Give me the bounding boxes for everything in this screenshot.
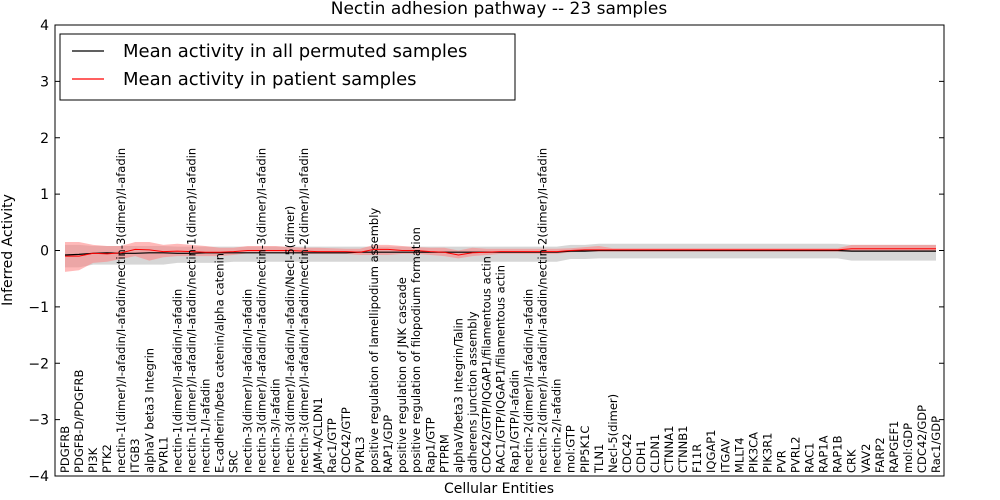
x-tick-label: F11R	[690, 444, 704, 473]
x-axis-label: Cellular Entities	[444, 481, 554, 497]
x-tick-label: PVRL2	[789, 436, 803, 473]
x-tick-label: Rac1/GDP	[929, 416, 943, 473]
y-tick-label: 1	[40, 187, 49, 203]
y-axis-label: Inferred Activity	[0, 194, 16, 306]
chart-title: Nectin adhesion pathway -- 23 samples	[331, 0, 668, 19]
x-tick-label: nectin-3(dimer)/I-afadin/I-afadin/Necl-5…	[283, 206, 297, 473]
x-tick-label: PDGFB-D/PDGFRB	[72, 370, 86, 473]
x-tick-label: CDC42/GTP	[339, 407, 353, 473]
x-tick-label: PIK3R1	[760, 432, 774, 473]
x-tick-label: CRK	[845, 449, 859, 473]
x-tick-label: nectin-1(dimer)/I-afadin/I-afadin/nectin…	[184, 148, 198, 473]
x-tick-label: Rap1/GTP	[423, 417, 437, 473]
y-axis: −4 −3 −2 −1 0 1 2 3 4	[28, 18, 944, 485]
y-tick-label: 3	[40, 74, 49, 90]
x-tick-label: PTPRM	[437, 434, 451, 473]
x-tick-label: VAV2	[859, 444, 873, 473]
x-tick-label: nectin-1(dimer)/I-afadin/I-afadin/nectin…	[114, 148, 128, 473]
legend-label-patient: Mean activity in patient samples	[123, 69, 417, 90]
x-tick-label: nectin-1/I-afadin	[199, 379, 213, 474]
y-tick-label: 2	[40, 131, 49, 147]
x-tick-label: alphaV beta3 Integrin	[142, 348, 156, 473]
series-lines	[64, 248, 936, 257]
x-tick-label: CDH1	[634, 440, 648, 473]
y-tick-label: −4	[28, 469, 49, 485]
x-tick-label: nectin-2(dimer)/I-afadin/I-afadin/nectin…	[536, 148, 550, 473]
x-tick-label: PVRL3	[353, 436, 367, 473]
x-tick-label: nectin-2(dimer)/I-afadin/I-afadin	[522, 289, 536, 473]
x-tick-label: CDC42	[620, 433, 634, 473]
x-tick-label: nectin-3/I-afadin	[269, 378, 283, 473]
x-tick-label: CLDN1	[648, 434, 662, 473]
x-tick-label: PVR	[775, 450, 789, 473]
x-tick-label: nectin-3(dimer)/I-afadin/I-afadin/nectin…	[297, 148, 311, 473]
x-tick-label: PIK3CA	[746, 432, 760, 473]
x-tick-label: nectin-2/I-afadin	[550, 379, 564, 474]
x-tick-label: MLLT4	[732, 437, 746, 473]
x-tick-label: PTK2	[100, 444, 114, 473]
x-tick-label: positive regulation of JNK cascade	[395, 277, 409, 473]
x-tick-label: positive regulation of lamellipodium ass…	[367, 208, 381, 473]
x-tick-label: SRC	[227, 450, 241, 473]
x-tick-label: ITGB3	[128, 438, 142, 473]
x-tick-label: adherens junction assembly	[465, 311, 479, 473]
x-tick-label: ITGAV	[718, 439, 732, 473]
x-tick-label: PI3K	[86, 447, 100, 473]
x-tick-label: IQGAP1	[704, 429, 718, 472]
series-line-permuted	[64, 249, 936, 256]
x-tick-label: RAP1B	[831, 435, 845, 473]
x-tick-label: Necl-5(dimer)	[606, 394, 620, 473]
y-tick-label: −3	[28, 413, 49, 429]
series-line-patient	[65, 248, 936, 257]
y-tick-label: −1	[28, 300, 49, 316]
x-tick-label: E-cadherin/beta catenin/alpha catenin	[213, 253, 227, 473]
x-tick-label: PDGFRB	[58, 426, 72, 473]
x-tick-label: PVRL1	[156, 436, 170, 473]
x-tick-label: RAPGEF1	[887, 421, 901, 473]
legend-label-permuted: Mean activity in all permuted samples	[123, 41, 467, 62]
x-tick-label: RAP1/GDP	[381, 415, 395, 473]
x-tick-label: RAP1A	[817, 435, 831, 473]
x-tick-label: RAC1/GTP/IQGAP1/filamentous actin	[494, 265, 508, 473]
x-tick-label: CDC42/GDP	[915, 405, 929, 473]
y-tick-label: 4	[40, 18, 49, 34]
y-tick-label: −2	[28, 356, 49, 372]
x-tick-label: RAC1	[803, 442, 817, 473]
x-tick-label: CDC42/GTP/IQGAP1/filamentous actin	[480, 256, 494, 473]
x-tick-label: CTNNA1	[662, 426, 676, 473]
legend-box	[59, 33, 516, 101]
x-tick-label: positive regulation of filopodium format…	[409, 227, 423, 473]
y-tick-label: 0	[40, 244, 49, 260]
x-tick-label: mol:GDP	[901, 423, 915, 473]
x-tick-label: Rap1/GTP/I-afadin	[508, 370, 522, 473]
x-tick-label: FARP2	[873, 437, 887, 473]
x-tick-label: PIP5K1C	[578, 426, 592, 473]
x-tick-label: nectin-1(dimer)/I-afadin/I-afadin	[170, 289, 184, 473]
x-tick-label: nectin-3(dimer)/I-afadin/I-afadin/nectin…	[255, 148, 269, 473]
x-tick-label: Rac1/GTP	[325, 418, 339, 473]
x-tick-label: JAM-A/CLDN1	[311, 397, 325, 474]
x-tick-label: CTNNB1	[676, 426, 690, 473]
x-tick-label: alphaV/beta3 Integrin/Talin	[451, 318, 465, 473]
legend: Mean activity in all permuted samples Me…	[59, 33, 516, 101]
x-tick-label: mol:GTP	[564, 425, 578, 473]
x-tick-label: TLN1	[592, 444, 606, 474]
x-tick-label: nectin-3(dimer)/I-afadin/I-afadin	[241, 289, 255, 473]
